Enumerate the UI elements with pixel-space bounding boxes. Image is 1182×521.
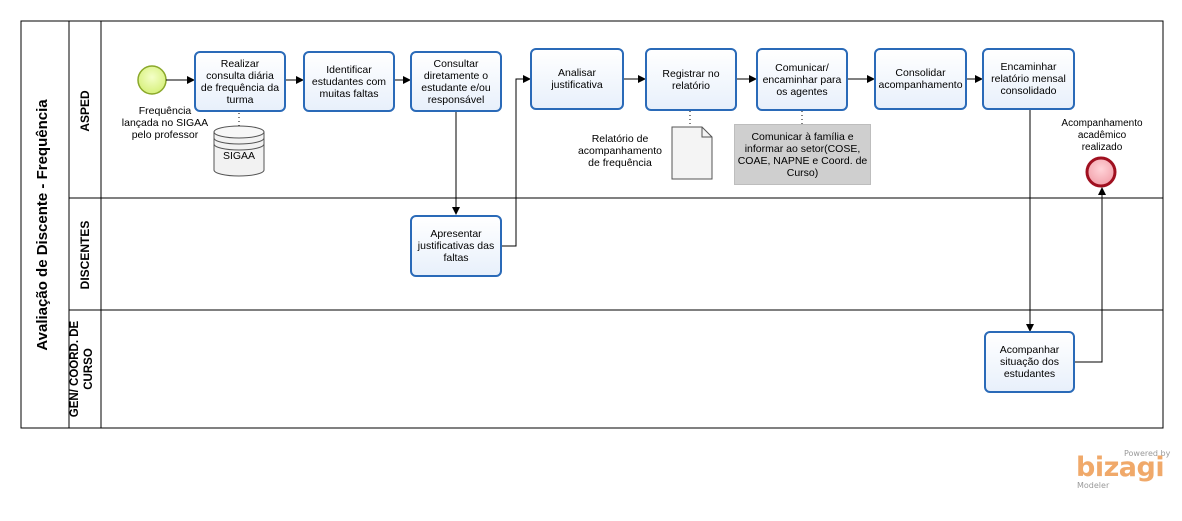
lane-label-discentes: DISCENTES: [78, 220, 92, 290]
end-event-label: Acompanhamento acadêmico realizado: [1061, 118, 1143, 153]
task-identificar-estudantes[interactable]: Identificar estudantes com muitas faltas: [303, 51, 395, 112]
task-registrar-relatorio[interactable]: Registrar no relatório: [645, 48, 737, 111]
task-consolidar-acompanhamento[interactable]: Consolidar acompanhamento: [874, 48, 967, 110]
task-consultar-estudante[interactable]: Consultar diretamente o estudante e/ou r…: [410, 51, 502, 112]
task-acompanhar-situacao[interactable]: Acompanhar situação dos estudantes: [984, 331, 1075, 393]
end-event[interactable]: [1085, 156, 1117, 188]
modeler-text: Modeler: [1077, 481, 1110, 490]
task-realizar-consulta[interactable]: Realizar consulta diária de frequência d…: [194, 51, 286, 112]
lane-label-asped: ASPED: [78, 90, 92, 132]
flow-apresentar-analisar: [502, 75, 531, 247]
annotation-comunicar: Comunicar à família e informar ao setor(…: [734, 124, 871, 185]
task-analisar-justificativa[interactable]: Analisar justificativa: [530, 48, 624, 110]
start-event[interactable]: [137, 65, 167, 95]
task-comunicar-agentes[interactable]: Comunicar/ encaminhar para os agentes: [756, 48, 848, 111]
powered-by-text: Powered by: [1124, 449, 1171, 458]
task-encaminhar-relatorio[interactable]: Encaminhar relatório mensal consolidado: [982, 48, 1075, 110]
pool-border: [20, 20, 1164, 429]
bizagi-logo: bizagi: [1076, 452, 1165, 483]
pool-title: Avaliação de Discente - Frequência: [34, 99, 51, 351]
start-event-label: Frequência lançada no SIGAA pelo profess…: [121, 105, 209, 141]
sigaa-datastore[interactable]: [213, 125, 265, 177]
lane-label-gen: GEN/ COORD. DE CURSO: [69, 320, 95, 418]
flow-acompanhar-end: [1075, 187, 1106, 363]
document-label: Relatório de acompanhamento de frequênci…: [577, 133, 663, 169]
task-apresentar-justificativas[interactable]: Apresentar justificativas das faltas: [410, 215, 502, 277]
sigaa-label: SIGAA: [222, 150, 256, 162]
report-document[interactable]: [671, 126, 713, 180]
